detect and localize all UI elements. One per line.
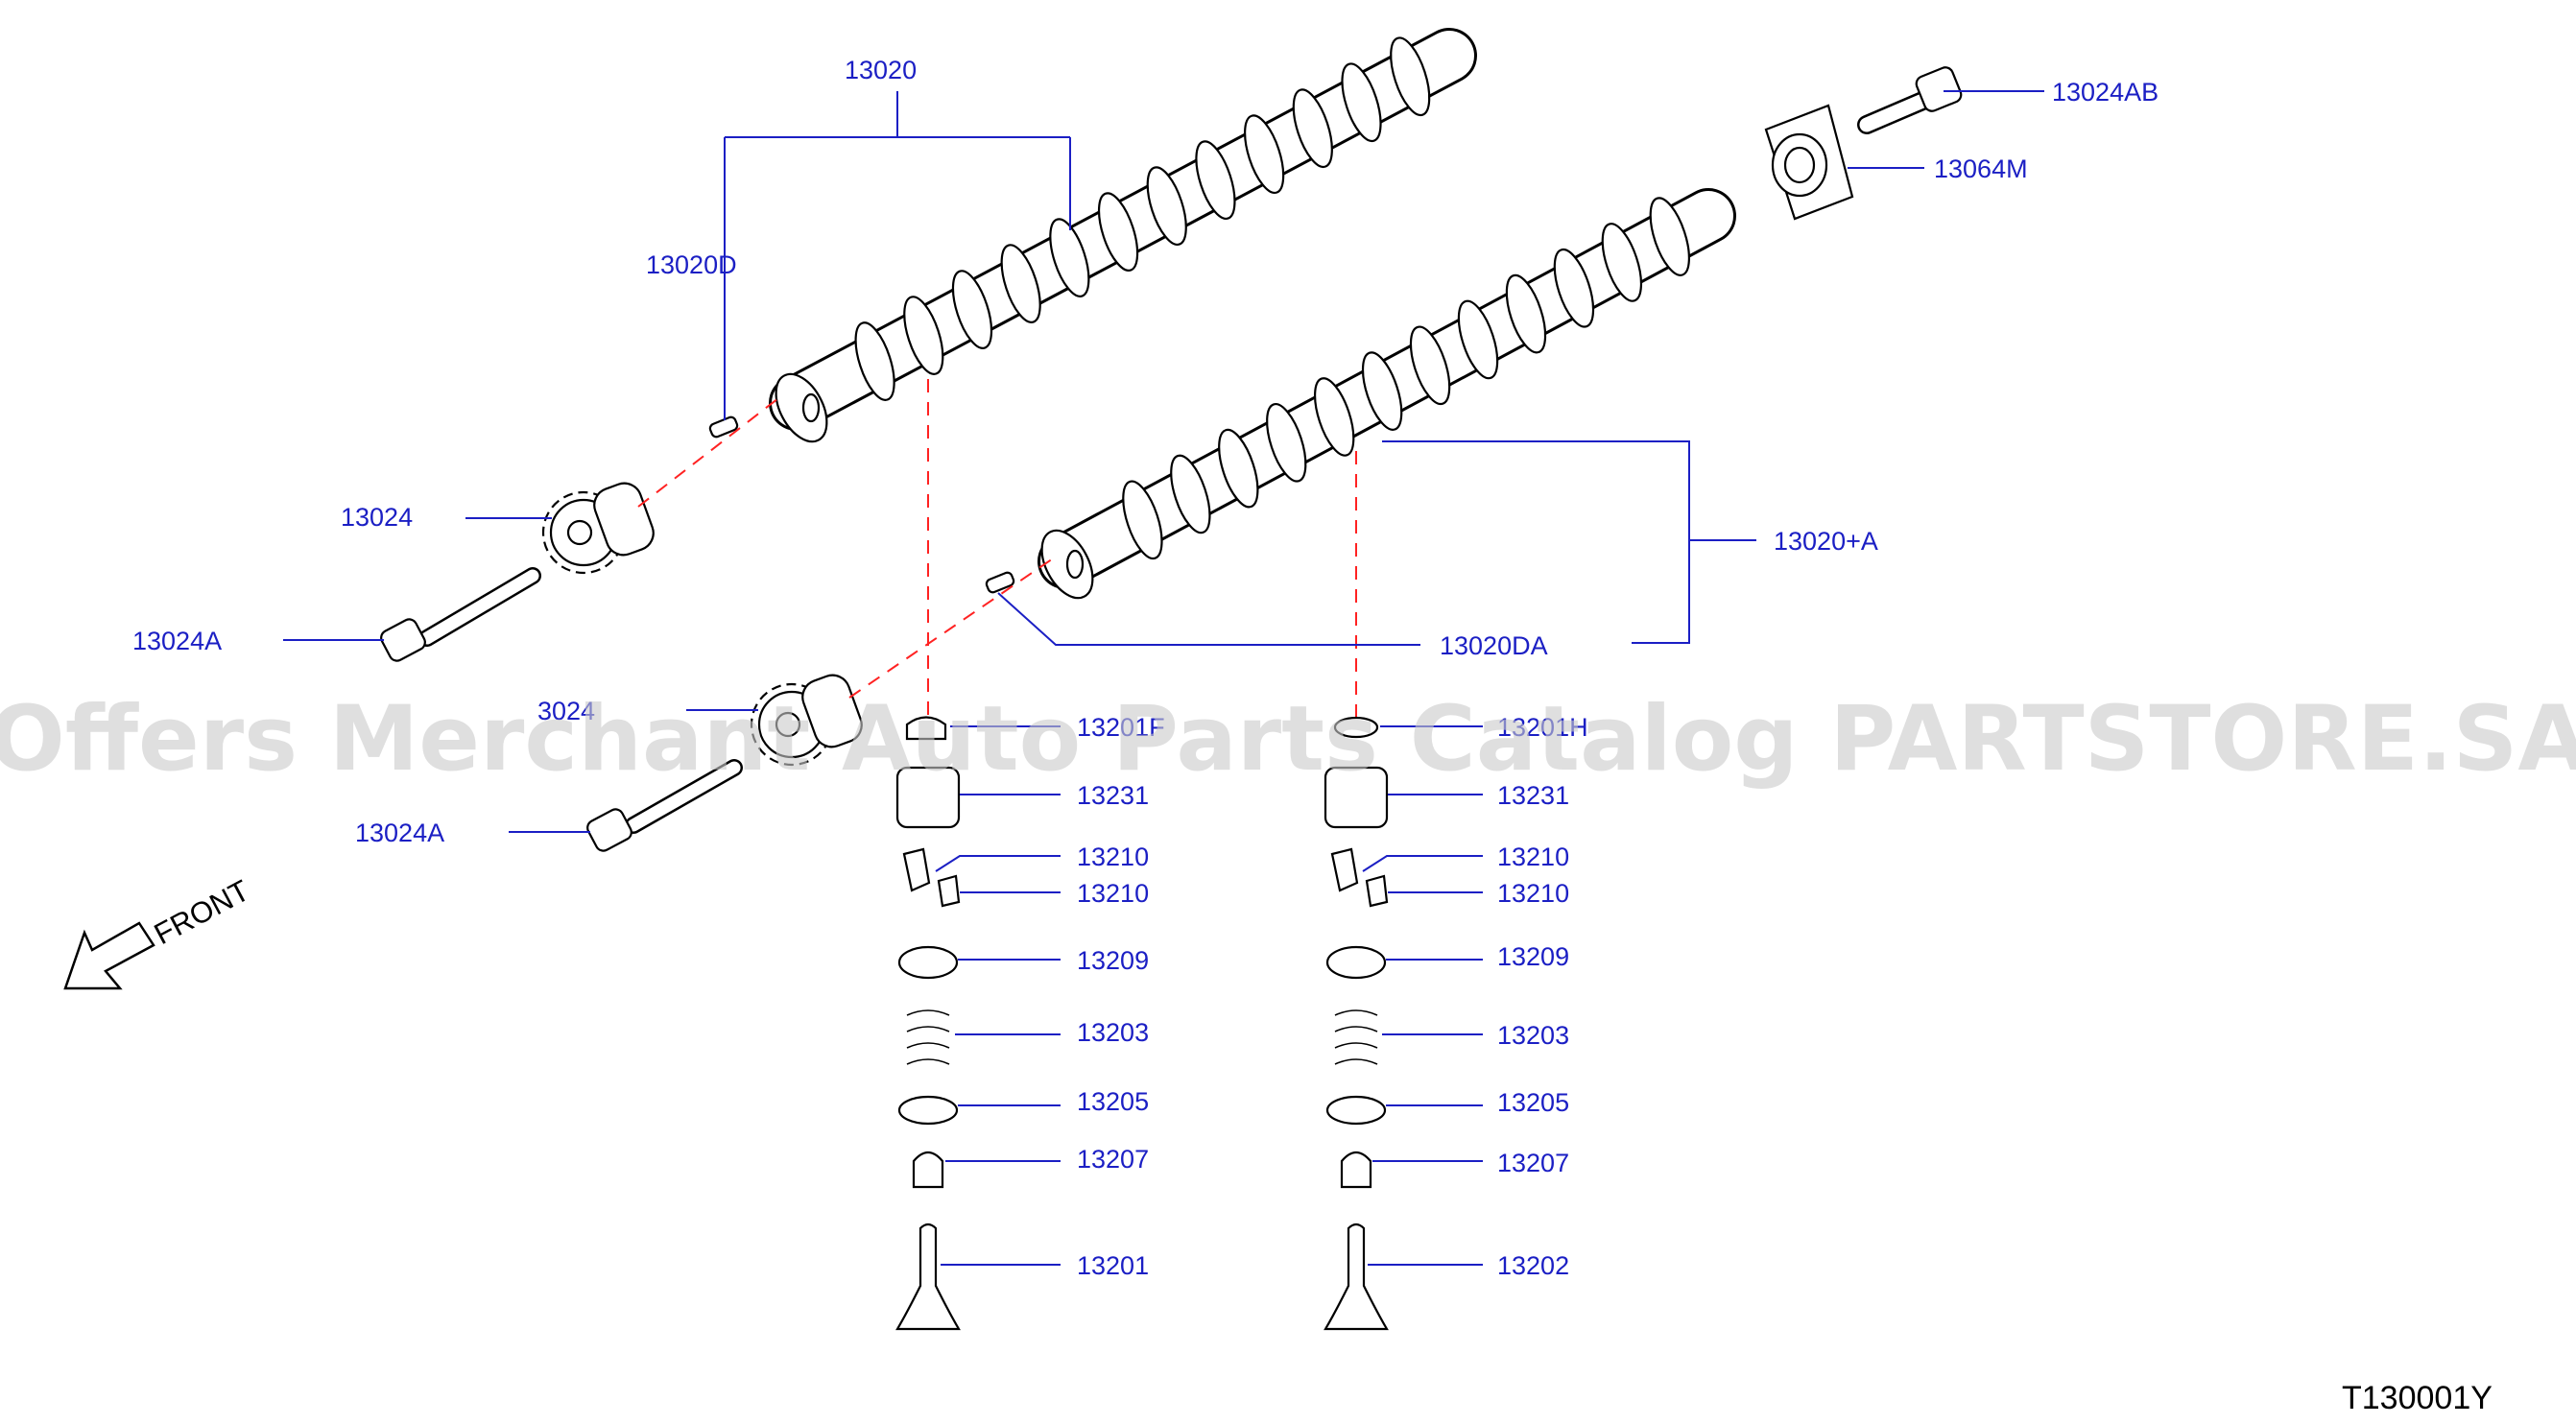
bolt-13024ab[interactable] [1857, 65, 1964, 134]
cam-lobe [1122, 480, 1163, 560]
callout-13209-right: 13209 [1497, 942, 1569, 971]
cam-lobe [1390, 36, 1431, 117]
cam-lobe [1649, 197, 1690, 276]
callout-13020a: 13020+A [1774, 527, 1878, 556]
collet-13210b-right[interactable] [1365, 874, 1389, 908]
callout-13020da: 13020DA [1440, 631, 1548, 660]
sprocket-upper[interactable] [541, 479, 658, 575]
cam-lobe [1601, 223, 1643, 302]
callout-13209-left: 13209 [1077, 946, 1149, 975]
cam-lobe [1266, 402, 1307, 483]
callout-13210a-right: 13210 [1497, 843, 1569, 871]
bolt-lower[interactable] [584, 759, 743, 853]
callout-13024-lower: 3024 [537, 697, 595, 725]
spring-13203-left[interactable] [906, 1009, 950, 1065]
collet-13210b-left[interactable] [937, 874, 961, 908]
cam-lobe [1170, 454, 1211, 534]
valve-stack-right [1324, 716, 1389, 1331]
lifter-13231-left[interactable] [895, 766, 961, 829]
cam-lobe [1146, 166, 1187, 246]
callout-13203-right: 13203 [1497, 1021, 1569, 1050]
cam-lobe [1505, 273, 1547, 354]
callout-13207-right: 13207 [1497, 1149, 1569, 1177]
callout-13064m: 13064M [1934, 154, 2028, 183]
cam-lobe [1341, 62, 1382, 143]
callout-13210b-right: 13210 [1497, 879, 1569, 908]
collet-13210a-left[interactable] [902, 847, 931, 892]
valve-stack-left [895, 716, 961, 1331]
callout-13020: 13020 [845, 56, 917, 84]
intake-valve-13201[interactable] [895, 1222, 961, 1331]
callout-13024ab: 13024AB [2052, 78, 2159, 107]
callout-13231-right: 13231 [1497, 781, 1569, 810]
cam-lobe [1000, 244, 1041, 323]
seal-13207-left[interactable] [912, 1151, 944, 1189]
shim-13201h[interactable] [1333, 716, 1379, 739]
dowel-pin-lower[interactable] [985, 571, 1015, 594]
centerline-upper [637, 394, 783, 508]
cam-lobe [1409, 325, 1451, 406]
watermark-text: Offers Merchant Auto Parts Catalog PARTS… [0, 687, 2576, 792]
leader-lines [283, 90, 2044, 1266]
cam-lobe [1244, 114, 1285, 195]
drawing-code: T130001Y [2342, 1380, 2493, 1416]
seat-13205-left[interactable] [897, 1095, 959, 1126]
callout-13203-left: 13203 [1077, 1018, 1149, 1047]
callout-13024a-lower: 13024A [355, 819, 444, 847]
exhaust-valve-13202[interactable] [1324, 1222, 1389, 1331]
seal-13207-right[interactable] [1340, 1151, 1372, 1189]
cam-lobe [951, 270, 993, 349]
callout-13024a-upper: 13024A [132, 627, 222, 655]
callout-13020d: 13020D [646, 250, 737, 279]
cam-lobe [1195, 140, 1236, 221]
callout-13205-right: 13205 [1497, 1088, 1569, 1117]
cam-lobe [1218, 428, 1259, 509]
dowel-pin-upper[interactable] [708, 415, 739, 439]
collet-13210a-right[interactable] [1330, 847, 1359, 892]
callout-13205-left: 13205 [1077, 1087, 1149, 1116]
retainer-13209-left[interactable] [897, 945, 959, 980]
camshaft-lower[interactable] [1032, 188, 1736, 606]
seat-13205-right[interactable] [1325, 1095, 1387, 1126]
centerline-lower [848, 556, 1057, 699]
sprocket-lower[interactable] [750, 671, 867, 767]
arrow-icon [63, 921, 155, 990]
bolt-upper[interactable] [378, 567, 541, 663]
callout-13201f: 13201F [1077, 713, 1165, 742]
retainer-13209-right[interactable] [1325, 945, 1387, 980]
cam-lobe [1457, 299, 1499, 380]
cam-lobe [1361, 351, 1403, 431]
callout-13231-left: 13231 [1077, 781, 1149, 810]
cam-sensor-plate[interactable] [1764, 104, 1854, 221]
cam-lobe [1313, 377, 1355, 457]
cam-lobe [903, 296, 944, 375]
callout-13210a-left: 13210 [1077, 843, 1149, 871]
spring-13203-right[interactable] [1334, 1009, 1378, 1065]
shim-13201f[interactable] [905, 716, 947, 741]
callout-13210b-left: 13210 [1077, 879, 1149, 908]
cam-lobe [854, 321, 895, 401]
callout-13202: 13202 [1497, 1251, 1569, 1280]
cam-lobe [1553, 248, 1595, 328]
callout-13207-left: 13207 [1077, 1145, 1149, 1174]
cam-lobe [1049, 218, 1090, 297]
camshaft-upper[interactable] [766, 28, 1477, 450]
callout-13201: 13201 [1077, 1251, 1149, 1280]
cam-lobe [1292, 88, 1333, 169]
callout-13024-upper: 13024 [341, 503, 413, 532]
front-label: FRONT [149, 873, 255, 951]
front-arrow: FRONT [63, 873, 255, 990]
callout-13201h: 13201H [1497, 713, 1588, 742]
lifter-13231-right[interactable] [1324, 766, 1389, 829]
cam-lobe [1097, 192, 1139, 272]
